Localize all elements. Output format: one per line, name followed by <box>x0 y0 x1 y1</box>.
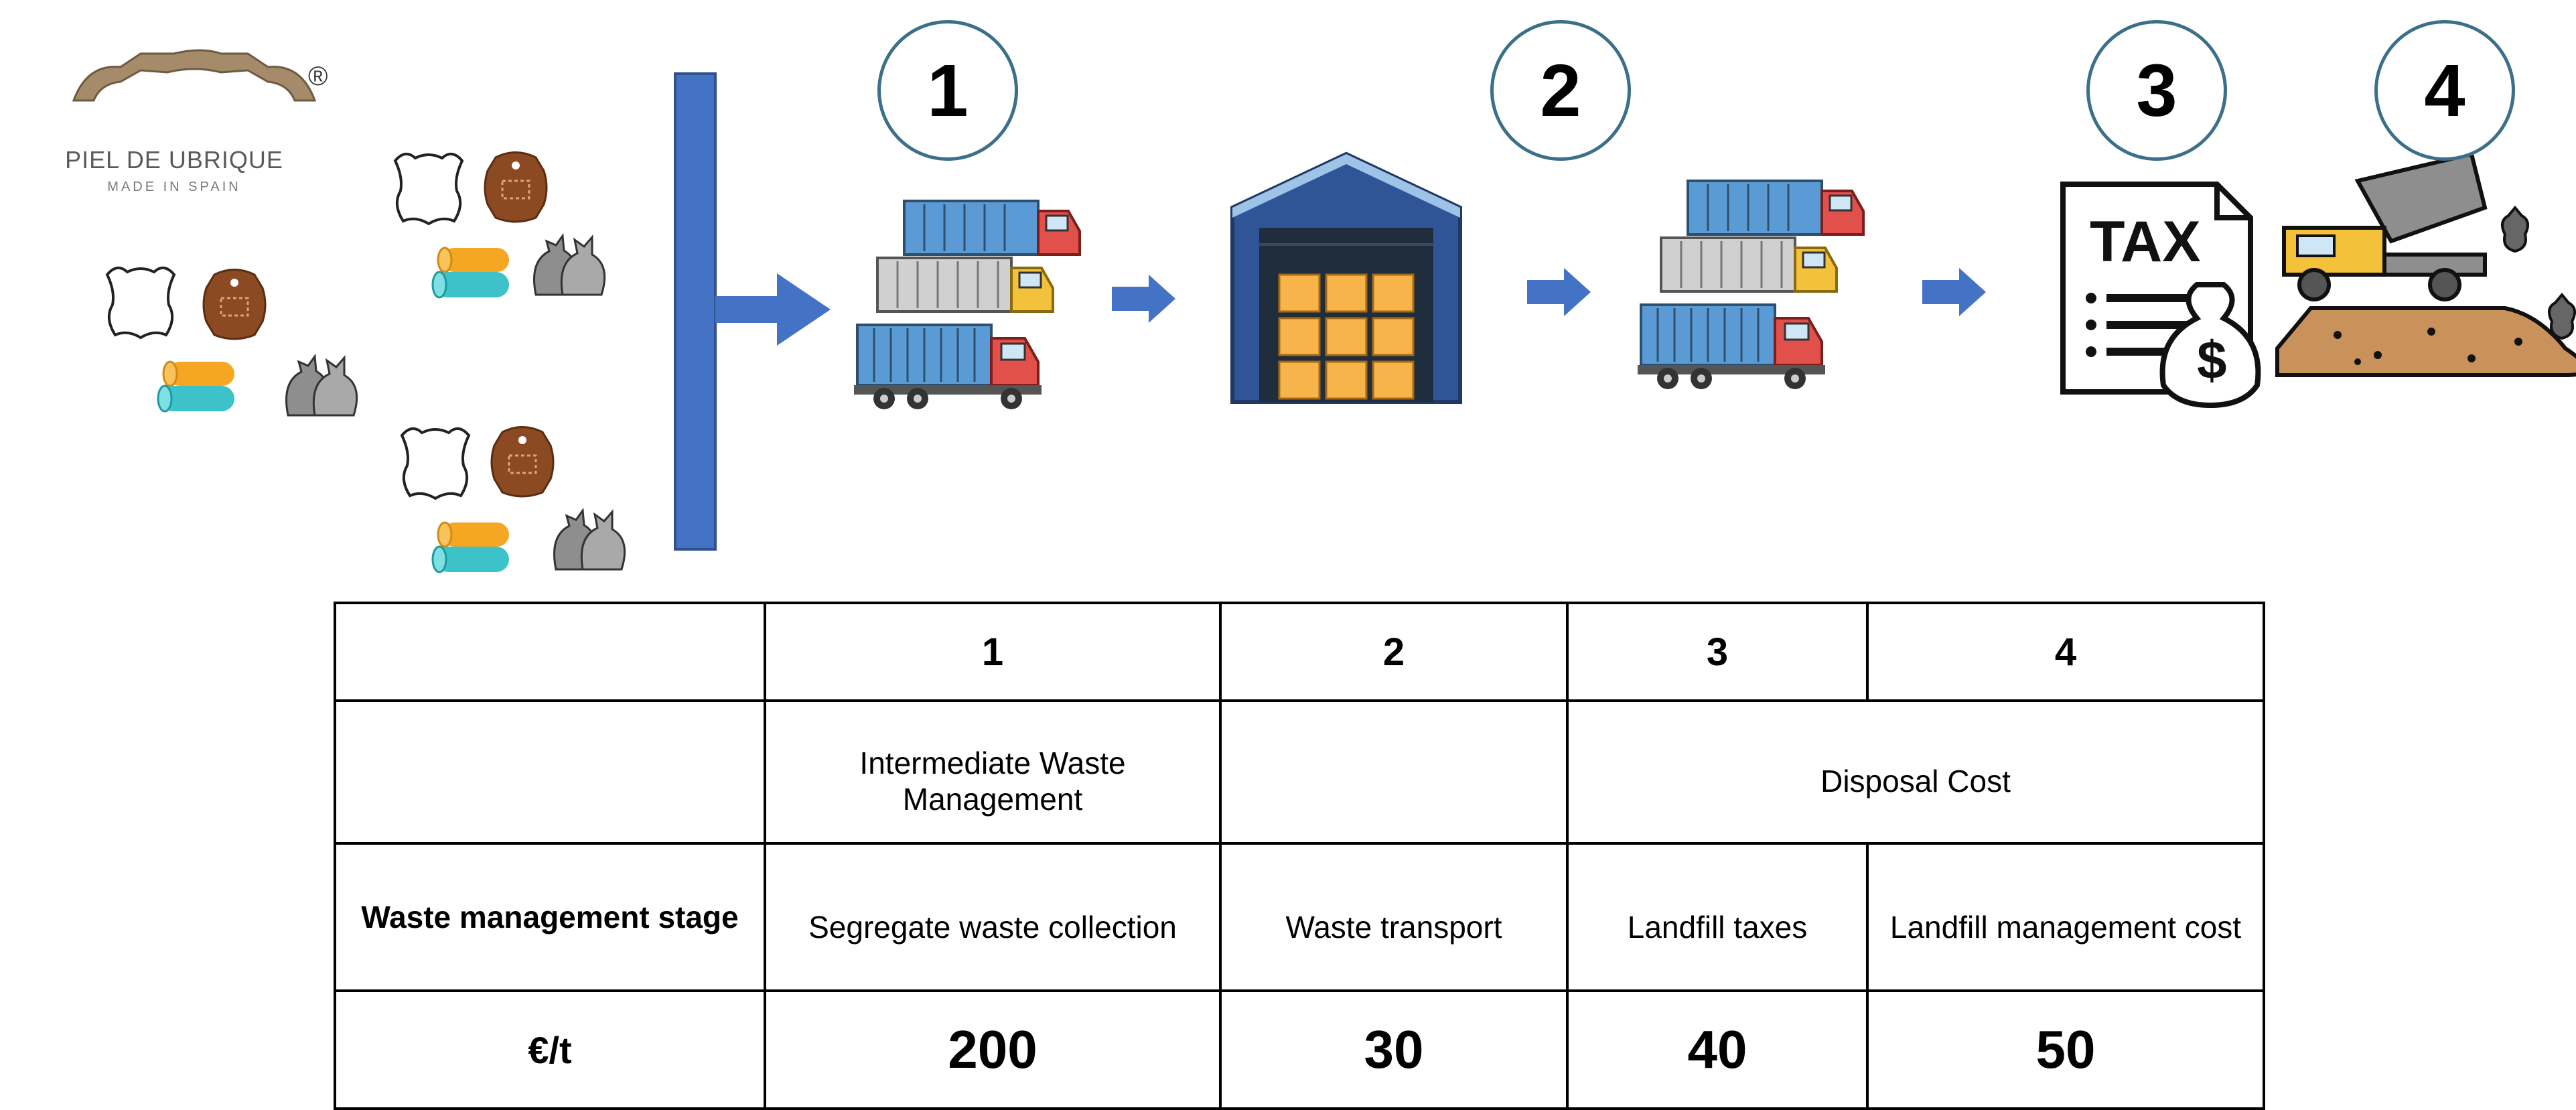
header-cell-step-4: 4 <box>1866 602 2265 702</box>
category-cell-disposal: Disposal Cost <box>1566 699 2265 845</box>
step-4-circle: 4 <box>2374 20 2515 161</box>
table-stage-row: Waste management stage Segregate waste c… <box>334 842 2265 992</box>
flow-arrow-icon <box>1112 275 1175 323</box>
container-trucks-icon <box>1638 181 1863 389</box>
stage-row-label: Waste management stage <box>334 842 766 992</box>
flow-diagram: TAX $ <box>72 49 2576 573</box>
flow-arrow-icon <box>1922 268 1986 316</box>
header-cell-step-3: 3 <box>1566 602 1869 702</box>
brand-name: PIEL DE UBRIQUE <box>65 146 283 174</box>
step-3-circle: 3 <box>2086 20 2227 161</box>
table-cost-row: €/t 200 30 40 50 <box>334 989 2265 1110</box>
cost-cell-step-2: 30 <box>1219 989 1569 1110</box>
waste-group-top <box>394 151 606 299</box>
category-cell-step-1: Intermediate Waste Management <box>764 699 1222 845</box>
header-cell-step-1: 1 <box>764 602 1222 702</box>
cost-table: 1 2 3 4 Intermediate Waste Management Di… <box>334 602 2265 1110</box>
logo-mark <box>72 49 317 102</box>
merge-bracket <box>674 72 831 551</box>
leather-tag-icon <box>202 269 267 340</box>
garbage-bags-icon <box>553 509 626 571</box>
stage-cell-step-4: Landfill management cost <box>1866 842 2265 992</box>
landfill-dump-truck-icon <box>2275 151 2576 377</box>
cost-row-label: €/t <box>334 989 766 1110</box>
leather-tag-icon <box>484 151 548 223</box>
step-2-circle: 2 <box>1490 20 1631 161</box>
header-cell-empty <box>334 602 766 702</box>
leather-tag-icon <box>490 426 555 498</box>
waste-group-middle <box>106 266 358 417</box>
leather-hide-icon <box>401 427 470 500</box>
fabric-rolls-icon <box>431 247 510 299</box>
stage-cell-step-3: Landfill taxes <box>1566 842 1869 992</box>
tax-label: TAX <box>2090 210 2201 274</box>
table-header-row: 1 2 3 4 <box>334 602 2265 702</box>
tax-document-icon: TAX $ <box>2060 182 2261 409</box>
waste-group-bottom <box>401 426 626 573</box>
step-1-circle: 1 <box>877 20 1018 161</box>
warehouse-icon <box>1230 151 1462 404</box>
fabric-rolls-icon <box>431 521 510 573</box>
cost-cell-step-3: 40 <box>1566 989 1869 1110</box>
stage-cell-step-1: Segregate waste collection <box>764 842 1222 992</box>
cost-cell-step-1: 200 <box>764 989 1222 1110</box>
leather-hide-icon <box>394 152 463 225</box>
table-category-row: Intermediate Waste Management Disposal C… <box>334 699 2265 845</box>
svg-text:$: $ <box>2197 330 2227 390</box>
stage-cell-step-2: Waste transport <box>1219 842 1569 992</box>
garbage-bags-icon <box>285 355 358 417</box>
garbage-bags-icon <box>533 234 606 296</box>
fabric-rolls-icon <box>157 360 236 413</box>
category-cell-empty <box>334 699 766 845</box>
flow-arrow-icon <box>1527 268 1591 316</box>
registered-mark: ® <box>308 62 328 91</box>
leather-hide-icon <box>106 266 175 339</box>
cost-cell-step-4: 50 <box>1866 989 2265 1110</box>
header-cell-step-2: 2 <box>1219 602 1569 702</box>
container-trucks-icon <box>854 201 1080 409</box>
brand-tagline: MADE IN SPAIN <box>107 180 241 194</box>
category-cell-step-2 <box>1219 699 1569 845</box>
